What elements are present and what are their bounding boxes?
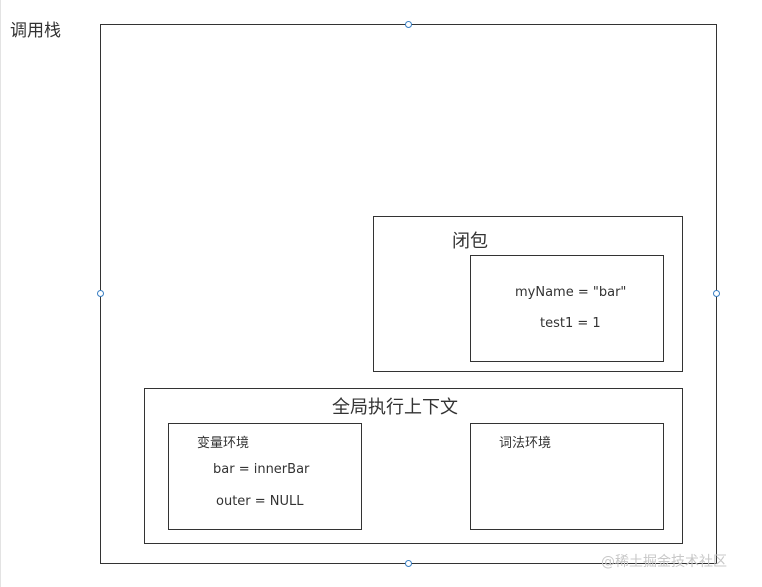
closure-variables-box[interactable]: [470, 255, 664, 362]
variable-environment-box[interactable]: [168, 423, 362, 530]
resize-handle-top[interactable]: [405, 21, 412, 28]
closure-entry: myName = "bar": [515, 285, 627, 300]
closure-entry: test1 = 1: [540, 316, 601, 331]
closure-title: 闭包: [452, 231, 488, 252]
resize-handle-bottom[interactable]: [405, 560, 412, 567]
variable-environment-title: 变量环境: [197, 436, 250, 451]
watermark-text: @稀土掘金技术社区: [601, 554, 727, 570]
resize-handle-right[interactable]: [713, 290, 720, 297]
call-stack-label: 调用栈: [10, 21, 61, 41]
resize-handle-left[interactable]: [97, 290, 104, 297]
variable-environment-entry: bar = innerBar: [213, 462, 310, 477]
variable-environment-entry: outer = NULL: [216, 494, 304, 509]
lexical-environment-box[interactable]: [470, 423, 664, 530]
global-context-title: 全局执行上下文: [332, 397, 458, 418]
lexical-environment-title: 词法环境: [499, 436, 552, 451]
